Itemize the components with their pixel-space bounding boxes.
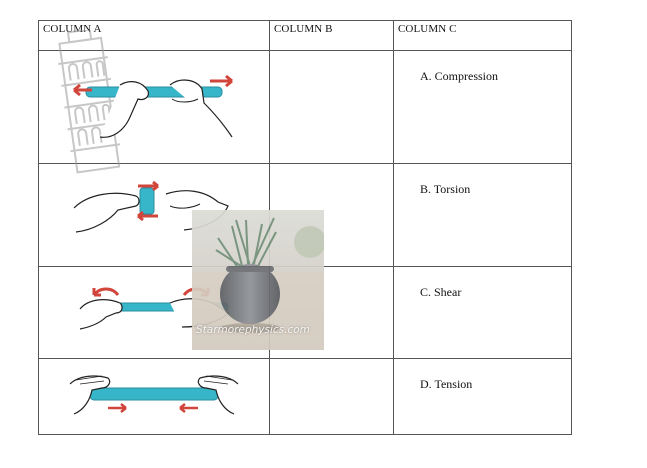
hands-pushing-rod-icon: [69, 375, 239, 415]
table-border-bottom: [38, 434, 572, 435]
table-col-divider-2: [393, 20, 394, 435]
watermark-text: Starmorephysics.com: [196, 324, 310, 336]
leaning-tower-logo-icon: [58, 30, 121, 174]
header-column-b: COLUMN B: [274, 23, 333, 35]
table-border-top: [38, 20, 572, 21]
option-torsion: B. Torsion: [420, 182, 471, 196]
table-row-divider-1: [38, 163, 572, 164]
header-column-a: COLUMN A: [43, 23, 102, 35]
watermark-photo: [192, 210, 324, 350]
table-row-divider-3: [38, 358, 572, 359]
table-border-left: [38, 20, 39, 435]
option-compression: A. Compression: [420, 69, 498, 83]
table-header-divider: [38, 50, 572, 51]
table-border-right: [571, 20, 572, 435]
option-shear: C. Shear: [420, 285, 462, 299]
option-tension: D. Tension: [420, 377, 473, 391]
header-column-c: COLUMN C: [398, 23, 457, 35]
hands-pulling-rod-icon: [73, 74, 233, 138]
